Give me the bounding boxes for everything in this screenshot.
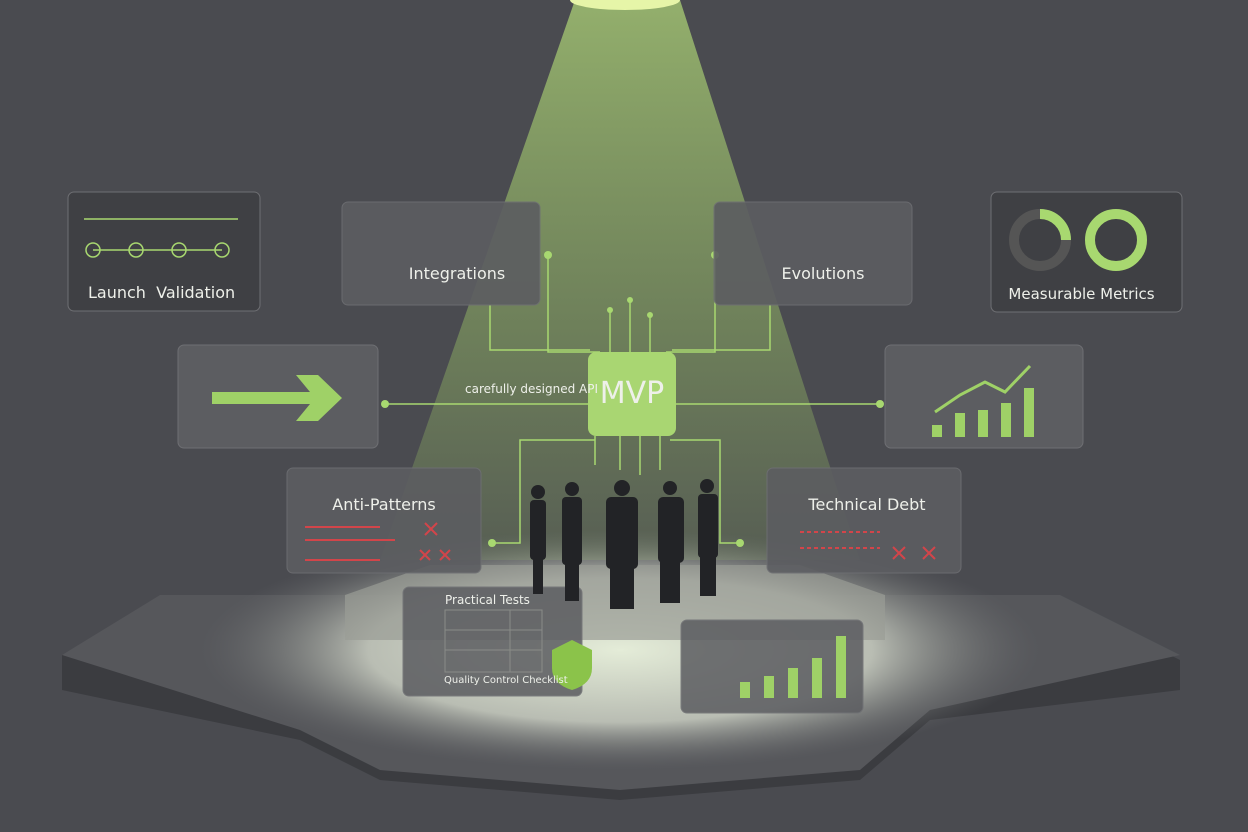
circuit-lines <box>385 255 880 544</box>
panel-boxes <box>67 191 1183 714</box>
spotlight-lamp <box>570 0 680 10</box>
measurable-metrics-label: Measurable Metrics <box>1008 285 1155 303</box>
bar-chart-icon <box>740 636 846 698</box>
integrations-label: Integrations <box>408 264 506 283</box>
mvp-chip <box>588 352 676 436</box>
donut-chart-icons <box>1009 209 1147 271</box>
team-people <box>530 479 718 609</box>
test-grid <box>444 609 543 673</box>
practical-tests-title: Practical Tests <box>445 593 530 607</box>
api-label: carefully designed API <box>465 382 599 396</box>
quality-checklist-label: Quality Control Checklist <box>444 675 568 686</box>
anti-patterns-label: Anti-Patterns <box>332 495 436 514</box>
launch-validation-label: Launch Validation <box>88 283 236 302</box>
spotlight-beam <box>380 0 860 560</box>
mvp-label: MVP <box>599 376 665 411</box>
anti-pattern-icons <box>305 522 936 561</box>
growth-chart-icon <box>932 364 1034 437</box>
arrow-right-icon <box>212 375 342 421</box>
timeline-icon <box>84 218 238 258</box>
shield-icon <box>552 640 592 690</box>
technical-debt-label: Technical Debt <box>808 495 926 514</box>
evolutions-label: Evolutions <box>781 264 865 283</box>
